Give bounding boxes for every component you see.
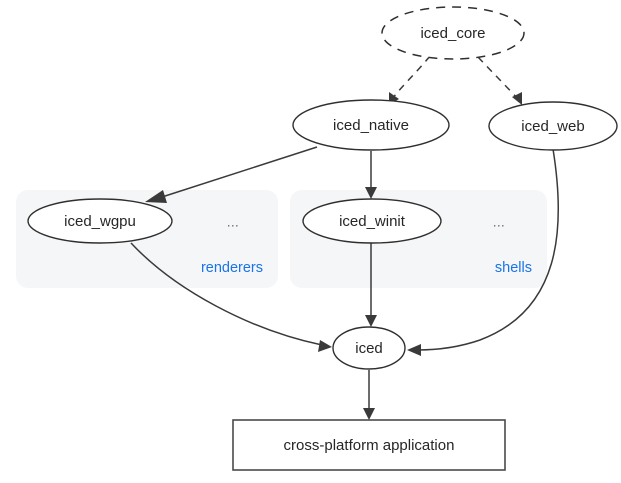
node-application-label: cross-platform application <box>284 437 455 454</box>
edge-iced-to-application-arrow <box>363 408 375 420</box>
edge-iced-native-to-iced-winit <box>365 151 377 199</box>
edge-iced-to-application <box>363 370 375 420</box>
edge-iced-core-to-iced-native-line <box>391 55 431 100</box>
edge-iced-web-to-iced-line <box>416 148 560 351</box>
edge-iced-core-to-iced-native <box>389 55 431 105</box>
node-renderers-more: ... <box>227 214 239 229</box>
node-iced-core[interactable]: iced_core <box>381 6 525 60</box>
edge-iced-core-to-iced-web-arrow <box>512 92 522 105</box>
edge-iced-core-to-iced-web-line <box>477 56 519 100</box>
node-iced-web[interactable]: iced_web <box>488 101 618 151</box>
edge-iced-web-to-iced <box>407 148 560 356</box>
node-iced-core-label: iced_core <box>420 25 485 42</box>
node-iced-web-ellipse[interactable] <box>488 101 618 151</box>
edge-iced-web-to-iced-arrow <box>407 344 421 356</box>
node-iced-wgpu[interactable]: iced_wgpu <box>27 198 173 244</box>
node-iced-native-label: iced_native <box>333 117 409 134</box>
node-iced-native-ellipse[interactable] <box>292 99 450 151</box>
node-shells-more: ... <box>493 214 505 229</box>
cluster-renderers-label: renderers <box>201 260 263 276</box>
node-shells-more-label: ... <box>493 214 505 229</box>
node-iced-core-ellipse[interactable] <box>381 6 525 60</box>
edge-iced-wgpu-to-iced-line <box>130 242 323 346</box>
node-iced-winit[interactable]: iced_winit <box>302 198 442 244</box>
node-iced[interactable]: iced <box>332 326 406 370</box>
node-iced-wgpu-label: iced_wgpu <box>64 213 136 230</box>
node-iced-winit-label: iced_winit <box>339 213 406 230</box>
edge-iced-wgpu-to-iced-arrow <box>318 340 332 352</box>
node-iced-web-label: iced_web <box>521 118 584 135</box>
cluster-shells-label: shells <box>495 260 532 276</box>
node-application[interactable]: cross-platform application <box>232 419 506 471</box>
node-renderers-more-label: ... <box>227 214 239 229</box>
edge-iced-native-to-iced-wgpu-arrow <box>145 190 167 203</box>
edge-iced-winit-to-iced-arrow <box>365 315 377 327</box>
node-iced-wgpu-ellipse[interactable] <box>27 198 173 244</box>
edge-iced-core-to-iced-web <box>477 56 522 105</box>
edge-iced-native-to-iced-wgpu <box>145 146 318 203</box>
node-iced-ellipse[interactable] <box>332 326 406 370</box>
node-iced-winit-ellipse[interactable] <box>302 198 442 244</box>
edge-iced-native-to-iced-wgpu-line <box>161 146 318 198</box>
node-application-rect[interactable] <box>232 419 506 471</box>
edge-iced-winit-to-iced <box>365 243 377 327</box>
edge-iced-wgpu-to-iced <box>130 242 332 352</box>
edge-iced-native-to-iced-winit-arrow <box>365 187 377 199</box>
node-iced-native[interactable]: iced_native <box>292 99 450 151</box>
node-iced-label: iced <box>355 340 383 357</box>
